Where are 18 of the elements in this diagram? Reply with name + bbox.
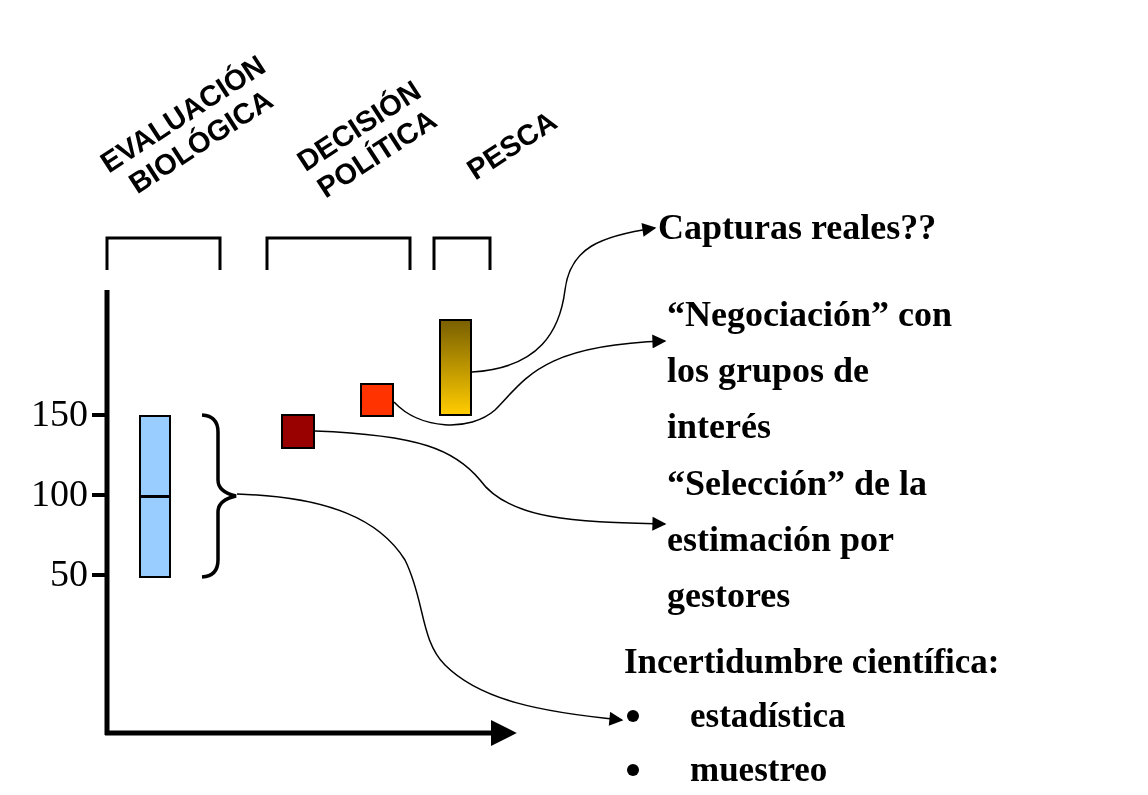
arrow — [314, 430, 667, 531]
axis-tick-label: 100 — [30, 473, 88, 513]
bullet-text: muestreo — [690, 749, 828, 791]
arrow — [236, 493, 624, 726]
value-marker — [281, 414, 315, 449]
arrow — [471, 223, 657, 373]
axis-tick-label: 50 — [49, 553, 88, 593]
axis-tick-label: 150 — [30, 393, 88, 433]
value-marker — [360, 383, 394, 417]
callout-text: Capturas reales?? — [658, 206, 938, 248]
bullet-text: estadística — [690, 695, 846, 737]
curly-brace — [201, 413, 237, 579]
callout-text: “Negociación” con los grupos de interés — [667, 293, 953, 448]
callout-text: “Selección” de la estimación por gestores — [667, 462, 928, 617]
range-bar — [439, 319, 472, 416]
range-bar — [139, 415, 171, 578]
arrow — [393, 334, 667, 426]
heading-text: Incertidumbre científica: — [624, 641, 1001, 683]
